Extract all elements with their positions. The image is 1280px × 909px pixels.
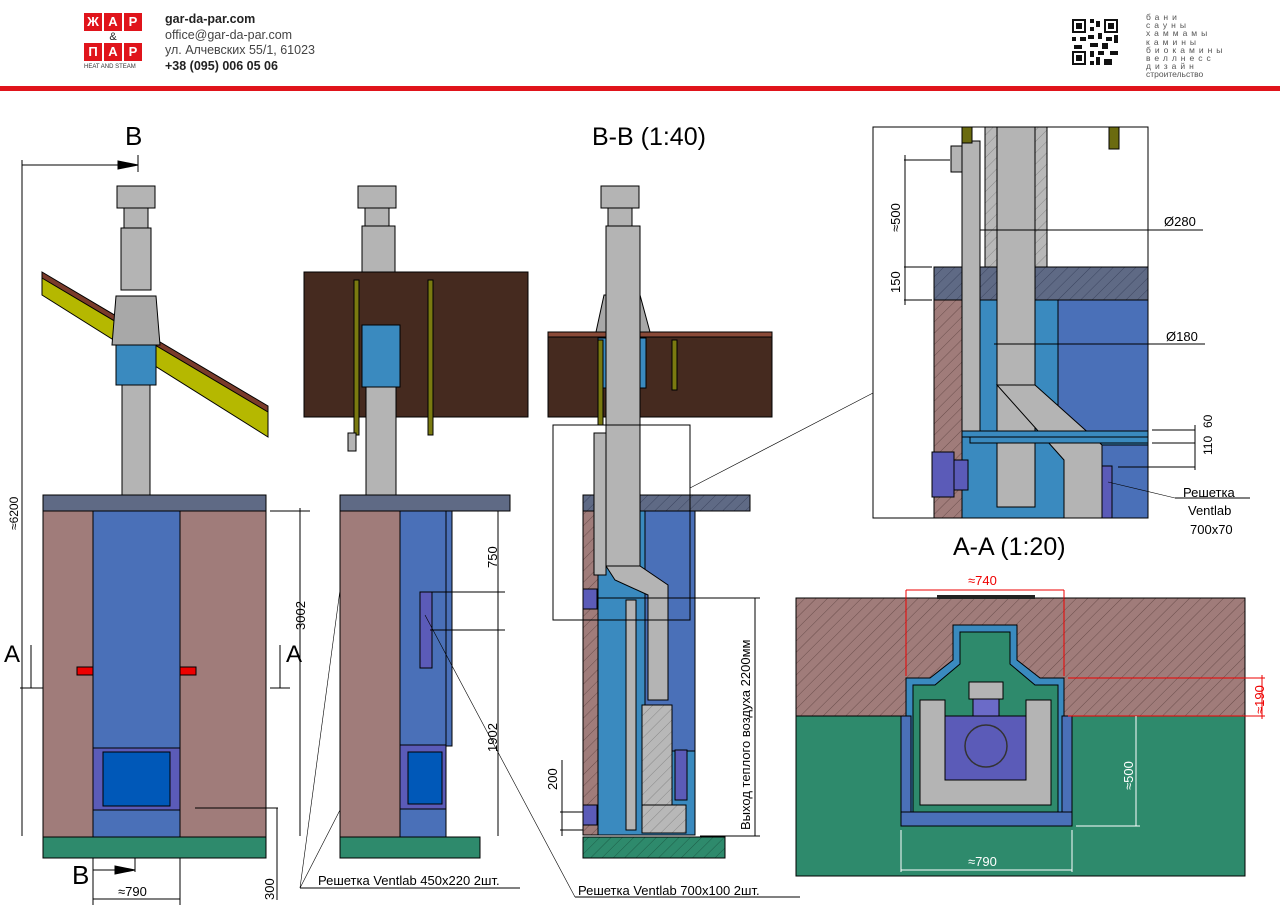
front-view: B ≈6200 3002 A A 300 B ≈790 [4, 121, 310, 905]
service-item: строительство [1146, 69, 1204, 80]
logo-amp: & [109, 31, 117, 43]
side-dim-750: 750 [485, 546, 500, 568]
logo-letter: П [84, 43, 102, 61]
qr-code-icon[interactable] [1072, 19, 1118, 65]
logo-letter: Р [124, 13, 142, 31]
detail-dim-60: 60 [1201, 414, 1215, 428]
section-b-label-bottom: B [72, 860, 89, 890]
base-dim: 300 [262, 878, 277, 900]
detail-grille-label: Решетка [1183, 485, 1235, 500]
logo-letter: А [104, 43, 122, 61]
section-a-label-right: A [286, 641, 302, 668]
total-height-dim: ≈6200 [7, 496, 21, 530]
plan-dim-500: ≈500 [1121, 761, 1136, 790]
service-item: хаммамы [1146, 28, 1212, 39]
services-list: бани сауны хаммамы камины биокамины велл… [1146, 13, 1226, 79]
plan-view: ≈740 ≈190 ≈500 ≈790 [795, 573, 1267, 877]
section-bb-view: B-B (1:40) Выход теплого воздуха 2200мм … [545, 123, 874, 898]
section-dim-200: 200 [545, 768, 560, 790]
section-b-label: B [125, 121, 142, 151]
plan-dim-790: ≈790 [968, 854, 997, 869]
phone[interactable]: +38 (095) 006 05 06 [165, 58, 278, 73]
logo-letter: Р [124, 43, 142, 61]
service-item: камины [1146, 36, 1201, 47]
logo-letter: Ж [84, 13, 102, 31]
section-a-label-left: A [4, 641, 20, 668]
detail-grille-label: 700x70 [1190, 522, 1233, 537]
section-bb-title: B-B (1:40) [592, 123, 706, 151]
side-view: 750 1902 Решетка Ventlab 450x220 2шт. [299, 185, 576, 898]
service-item: дизайн [1146, 61, 1198, 72]
section-grille-label: Решетка Ventlab 700x100 2шт. [578, 883, 760, 898]
service-item: биокамины [1146, 44, 1227, 55]
logo-tagline: HEAT AND STEAM [84, 64, 136, 70]
site-link[interactable]: gar-da-par.com [165, 12, 256, 26]
plan-dim-740: ≈740 [968, 573, 997, 588]
width-dim: ≈790 [118, 884, 147, 899]
address: ул. Алчевских 55/1, 61023 [165, 43, 315, 57]
plan-dim-190: ≈190 [1252, 685, 1267, 714]
detail-dim-500: ≈500 [888, 203, 903, 232]
email-link[interactable]: office@gar-da-par.com [165, 27, 293, 42]
diameter-280: Ø280 [1164, 214, 1196, 229]
body-height-dim: 3002 [293, 601, 308, 630]
logo-letter: А [104, 13, 122, 31]
contact-block: gar-da-par.com office@gar-da-par.com ул.… [165, 12, 315, 74]
detail-dim-150: 150 [888, 271, 903, 293]
side-grille-label: Решетка Ventlab 450x220 2шт. [318, 873, 500, 888]
service-item: сауны [1146, 20, 1190, 31]
diameter-180: Ø180 [1166, 329, 1198, 344]
detail-aa-title: A-A (1:20) [953, 533, 1066, 561]
side-dim-1902: 1902 [485, 723, 500, 752]
header-divider [0, 86, 1280, 91]
detail-dim-110: 110 [1201, 436, 1215, 455]
warm-air-label: Выход теплого воздуха 2200мм [738, 639, 753, 830]
detail-grille-label: Ventlab [1188, 503, 1231, 518]
service-item: бани [1146, 12, 1181, 22]
service-item: веллнесс [1146, 53, 1215, 64]
detail-aa-view: ≈500 150 Ø280 Ø180 60 110 Решетка Ventla… [872, 126, 1250, 561]
